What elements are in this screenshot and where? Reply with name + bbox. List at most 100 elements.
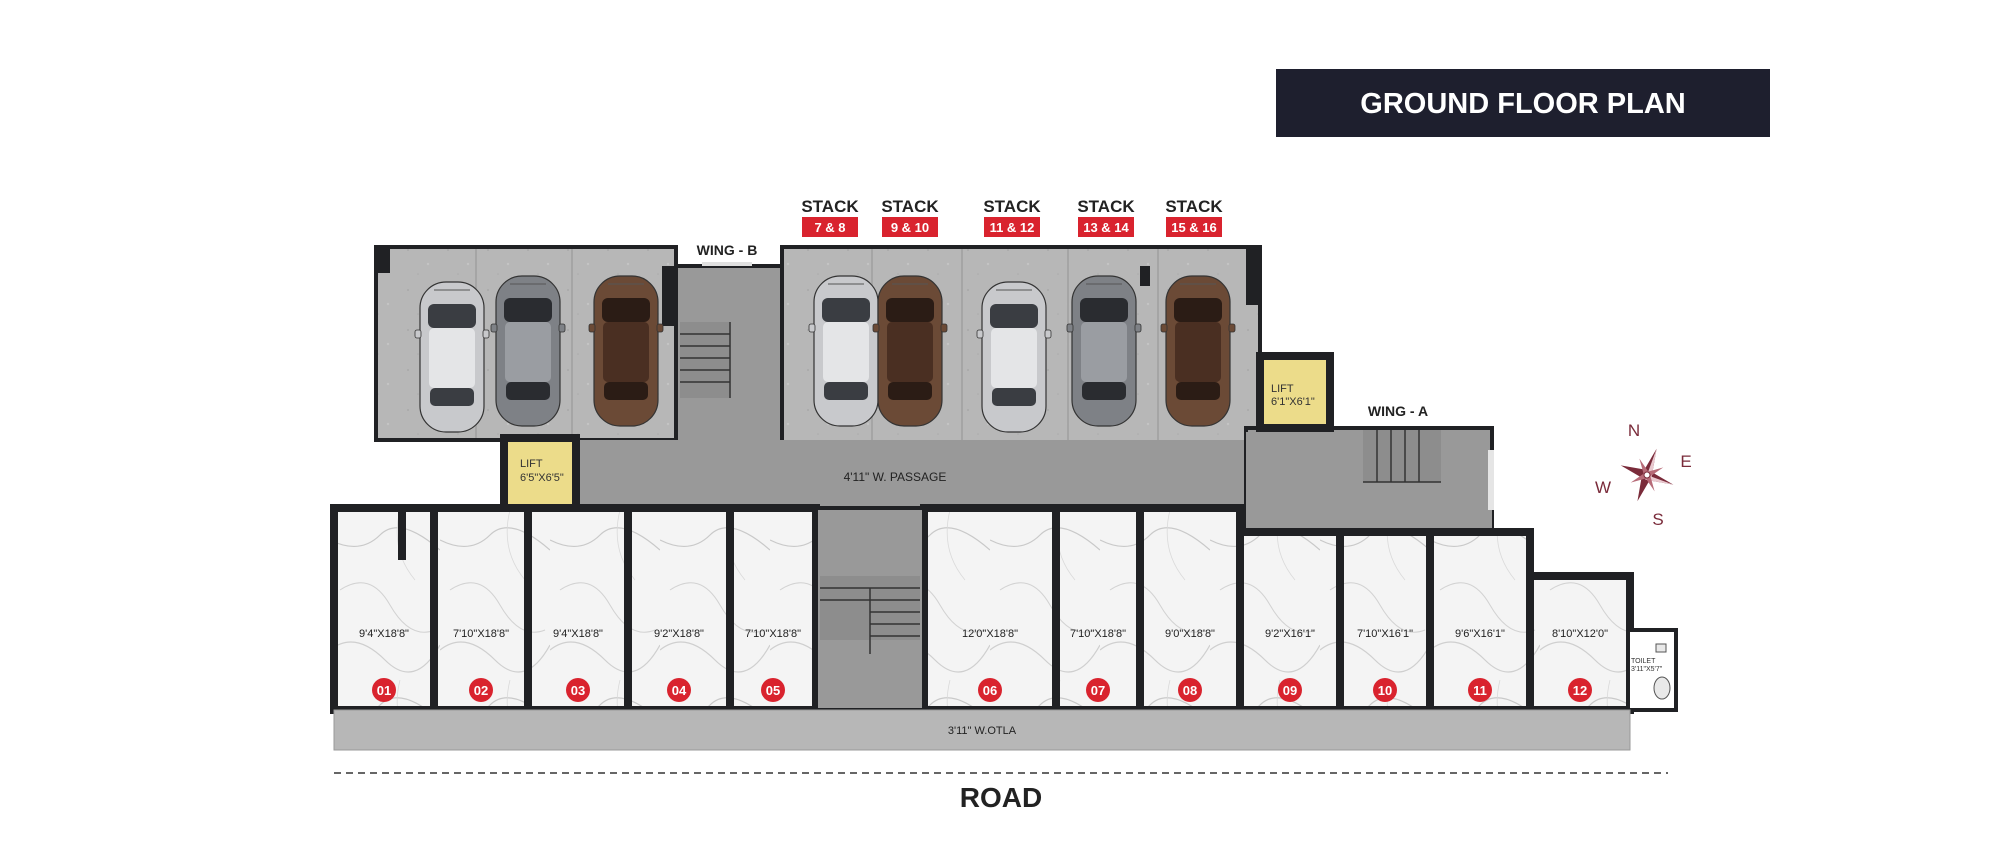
car: [976, 281, 1052, 433]
car: [1066, 275, 1142, 427]
cars: [414, 275, 1236, 433]
stack-badge-text: 7 & 8: [814, 220, 845, 235]
stack-title: STACK: [983, 197, 1041, 216]
shop-number: 10: [1378, 683, 1392, 698]
shop-number: 12: [1573, 683, 1587, 698]
shop-size: 9'0"X18'8": [1165, 628, 1215, 640]
shop-number: 11: [1473, 683, 1487, 698]
shop-size: 9'6"X16'1": [1455, 628, 1505, 640]
shop-unit: 9'4"X18'8" 03: [524, 504, 632, 714]
page-title: GROUND FLOOR PLAN: [1360, 88, 1685, 120]
stack-badge-text: 15 & 16: [1171, 220, 1217, 235]
shop-size: 7'10"X18'8": [453, 628, 509, 640]
shop-unit: 9'6"X16'1" 11: [1426, 528, 1534, 714]
wing-b-label: WING - B: [697, 242, 758, 258]
wing-a-label: WING - A: [1368, 403, 1428, 419]
shop-number-badge: [1278, 678, 1302, 702]
lift-right: LIFT 6'1"X6'1": [1256, 352, 1334, 432]
shop-size: 9'4"X18'8": [553, 628, 603, 640]
shop-number-badge: [1568, 678, 1592, 702]
shop-unit: 9'4"X18'8" 01: [330, 504, 438, 714]
shop-size: 8'10"X12'0": [1552, 628, 1608, 640]
shop-number-badge: [667, 678, 691, 702]
shop-unit: 9'0"X18'8" 08: [1136, 504, 1244, 714]
lift-left-label: LIFT: [520, 458, 543, 470]
toilet: TOILET 3'11"X5'7": [1626, 628, 1678, 712]
shop-number: 03: [571, 683, 585, 698]
lift-left: LIFT 6'5"X6'5": [500, 434, 580, 512]
toilet-label: TOILET: [1631, 658, 1656, 665]
stack-badge: [1078, 217, 1134, 237]
stack-label: STACK 7 & 8: [801, 197, 859, 237]
passage-label: 4'11" W. PASSAGE: [844, 470, 947, 484]
shop-unit: 7'10"X18'8"02: [430, 504, 532, 714]
shop-size: 9'4"X18'8": [359, 628, 409, 640]
title-banner: [1276, 69, 1770, 137]
shop-number-badge: [469, 678, 493, 702]
shop-unit: 9'2"X16'1" 09: [1236, 528, 1344, 714]
stack-badge: [1166, 217, 1222, 237]
shop-size: 9'2"X16'1": [1265, 628, 1315, 640]
road-label: ROAD: [960, 782, 1042, 813]
otla: [333, 709, 1631, 751]
stack-title: STACK: [1077, 197, 1135, 216]
shop-size: 12'0"X18'8": [962, 628, 1018, 640]
stack-badge: [802, 217, 858, 237]
shop-number-badge: [566, 678, 590, 702]
shop-number: 08: [1183, 683, 1197, 698]
toilet-size: 3'11"X5'7": [1631, 666, 1663, 673]
shop-unit: 9'2"X18'8"04: [624, 504, 734, 714]
compass-icon: [1620, 448, 1674, 502]
stack-badge: [882, 217, 938, 237]
shop-unit: 12'0"X18'8" 06: [920, 504, 1060, 714]
stack-badge: [984, 217, 1040, 237]
central-stairs: [814, 506, 926, 712]
compass-s: S: [1652, 510, 1663, 529]
car: [1160, 275, 1236, 427]
lift-right-label: LIFT: [1271, 383, 1294, 395]
shop-number-badge: [372, 678, 396, 702]
wall-stub: [398, 508, 406, 560]
shop-size: 7'10"X18'8": [1070, 628, 1126, 640]
shop-number: 01: [377, 683, 391, 698]
shop-number: 05: [766, 683, 780, 698]
shop-number: 04: [672, 683, 687, 698]
wing-b-stairs: [680, 322, 731, 398]
passage: [500, 440, 1246, 510]
car: [808, 275, 884, 427]
compass-n: N: [1628, 421, 1640, 440]
compass-w: W: [1595, 478, 1611, 497]
shop-unit: 7'10"X18'8" 05: [726, 504, 820, 714]
car: [872, 275, 948, 427]
shop-number-badge: [1373, 678, 1397, 702]
shop-size: 7'10"X16'1": [1357, 628, 1413, 640]
otla-label: 3'11" W.OTLA: [948, 725, 1017, 737]
stack-title: STACK: [801, 197, 859, 216]
stack-badge-text: 13 & 14: [1083, 220, 1129, 235]
shop-number-badge: [1178, 678, 1202, 702]
stack-label: STACK 13 & 14: [1077, 197, 1135, 237]
shop-number: 09: [1283, 683, 1297, 698]
shop-unit: 8'10"X12'0" 12: [1526, 572, 1634, 714]
shop-number-badge: [1468, 678, 1492, 702]
stack-title: STACK: [881, 197, 939, 216]
car: [588, 275, 664, 427]
shop-number-badge: [1086, 678, 1110, 702]
wing-a-stairs: [1363, 430, 1441, 483]
shop-number-badge: [978, 678, 1002, 702]
shop-number: 06: [983, 683, 997, 698]
shop-size: 7'10"X18'8": [745, 628, 801, 640]
shop-unit: 7'10"X16'1" 10: [1336, 528, 1434, 714]
lift-right-size: 6'1"X6'1": [1271, 396, 1315, 408]
car: [414, 281, 490, 433]
shop-unit: 7'10"X18'8" 07: [1052, 504, 1144, 714]
compass-e: E: [1680, 452, 1691, 471]
car: [490, 275, 566, 427]
shop-number: 07: [1091, 683, 1105, 698]
lift-left-size: 6'5"X6'5": [520, 472, 564, 484]
